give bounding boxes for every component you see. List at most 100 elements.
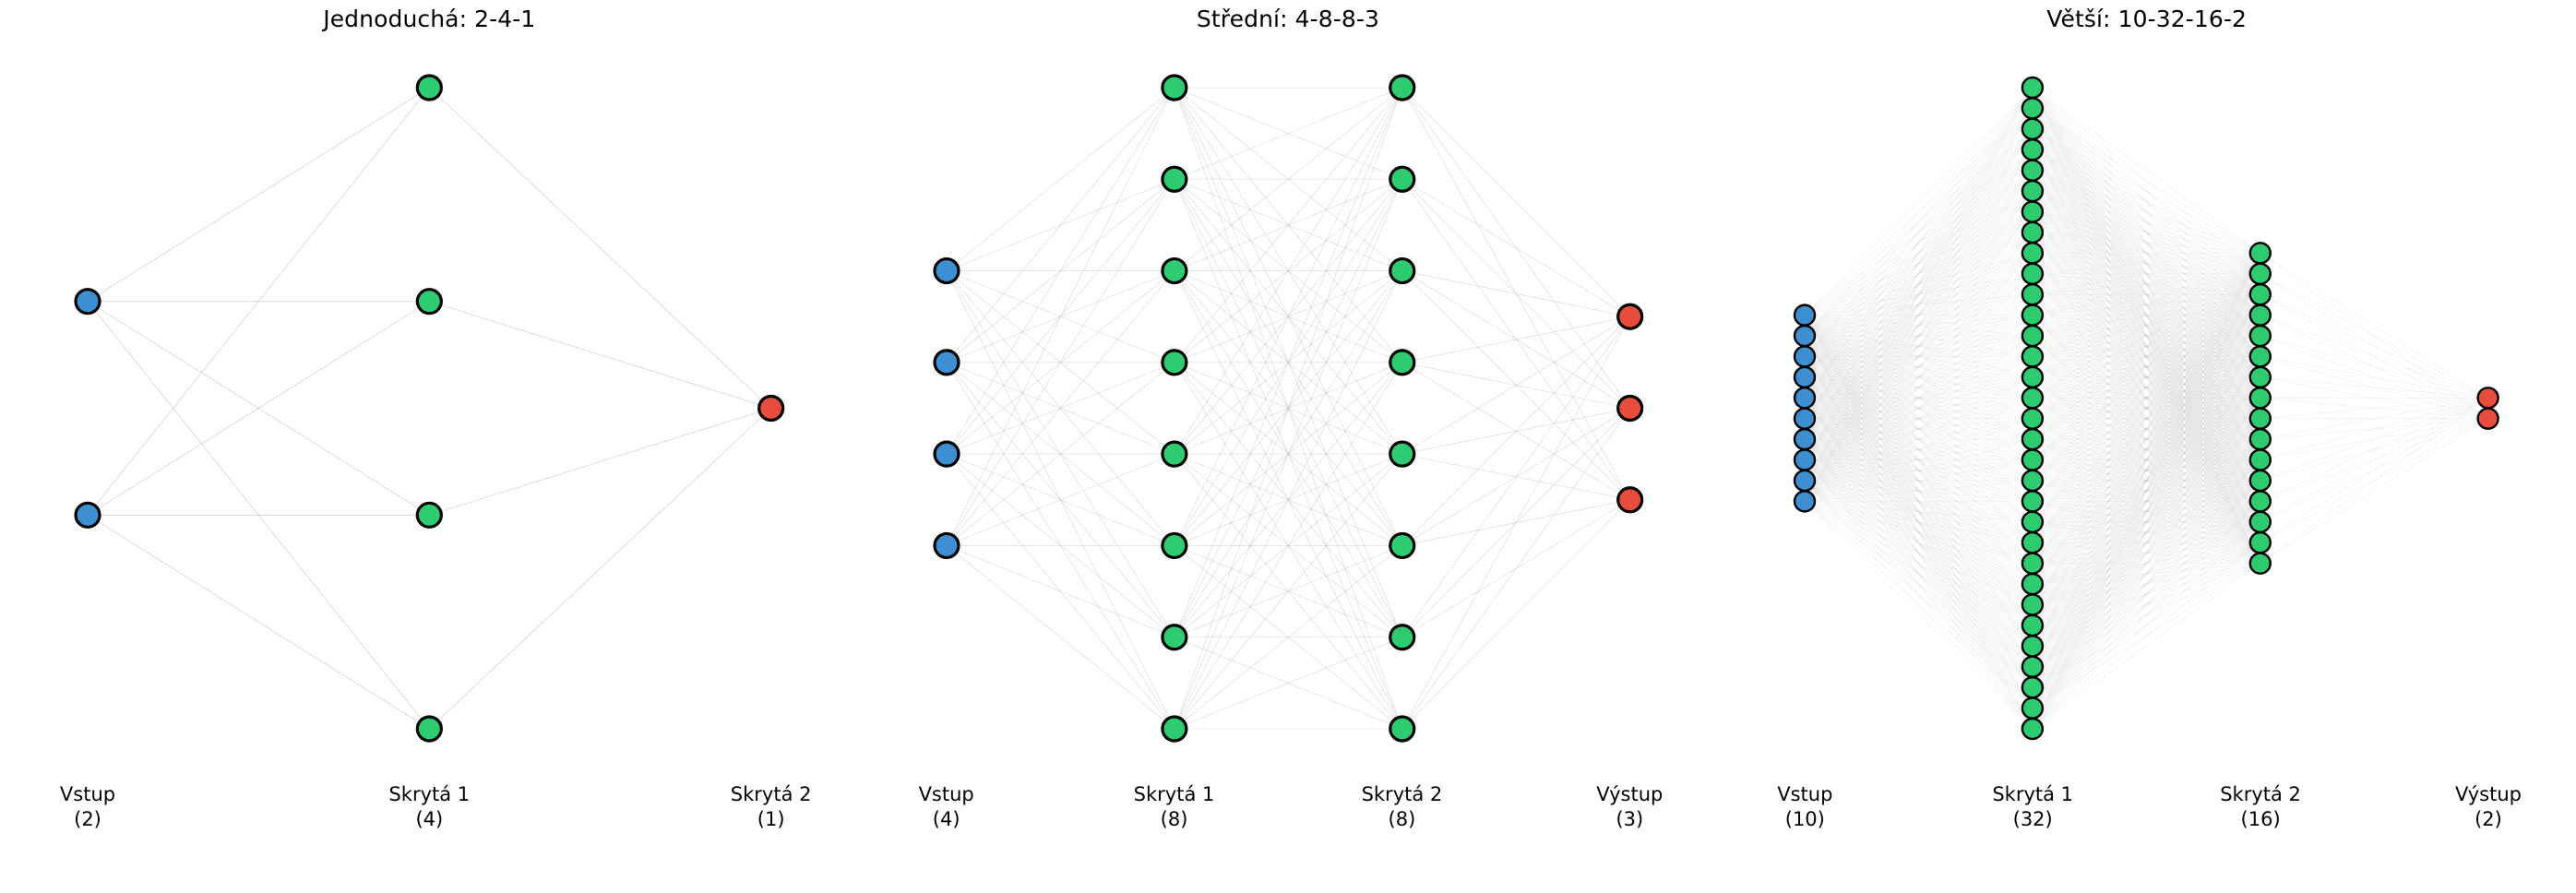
connection-line [2033,480,2261,605]
connection-line [2033,376,2261,564]
connection-line [1805,190,2033,482]
neuron-node-hidden [1388,349,1416,376]
connection-line [946,270,1175,546]
connection-line [1805,418,2033,460]
connection-line [2033,335,2261,543]
connection-line [87,301,430,516]
connection-line [1805,232,2033,399]
connection-line [1174,637,1402,730]
connection-line [1805,315,2033,399]
connection-line [2033,335,2261,564]
connection-line [1805,459,2033,605]
connection-line [2033,273,2261,502]
connection-line [1174,87,1402,271]
neuron-node-hidden [2021,572,2045,596]
connection-line [2032,190,2261,482]
connection-line [2032,273,2261,647]
connection-line [1805,293,2033,357]
connection-line [1805,501,2033,523]
connection-line [1805,211,2033,316]
connection-line [2033,273,2261,482]
connection-line [2033,293,2261,316]
connection-line [1805,128,2033,316]
connection-line [2032,315,2261,626]
connection-line [2033,438,2261,564]
connection-line [2033,211,2261,316]
connection-line [2033,418,2261,605]
connection-line [2032,87,2261,357]
connection-line [2032,170,2261,502]
layer-label-1: Vstup(4) [919,782,974,831]
connection-line [2033,335,2261,564]
connection-line [1805,128,2033,482]
connection-line [2033,438,2261,667]
connection-line [2032,128,2261,522]
layer-label-2: Skrytá 1(32) [1992,782,2073,831]
connection-line [2032,294,2261,543]
connection-line [1805,87,2033,502]
connection-line [2033,563,2261,708]
connection-line [1805,335,2033,543]
connection-line [2032,335,2261,647]
connection-line [1805,438,2033,688]
connection-line [2033,253,2261,482]
neuron-node-hidden [2248,304,2272,327]
connection-line [2033,232,2261,275]
connection-line [2033,438,2261,543]
connection-line [1805,315,2033,378]
connection-line [1174,87,1402,455]
neuron-node-output [1616,303,1643,330]
connection-line [1805,418,2033,482]
connection-line [2033,273,2261,440]
connection-line [2033,273,2261,295]
neuron-node-hidden [2248,510,2272,534]
connection-line [2033,459,2261,564]
connection-line [2032,315,2261,564]
neuron-node-hidden [2248,324,2272,348]
connection-line [1805,128,2033,337]
connection-line [1805,273,2033,378]
connection-line [2032,211,2261,482]
connection-line [2033,293,2261,502]
connection-line [2260,335,2489,419]
connection-line [1805,211,2033,460]
connection-line [2033,542,2261,667]
connection-line [946,362,1175,546]
connection-line [2033,438,2261,626]
connection-line [2033,376,2261,502]
connection-line [2033,293,2261,440]
connection-line [2033,459,2261,605]
connection-line [2033,356,2261,564]
connection-line [2033,501,2261,543]
connection-line [2032,294,2261,605]
connection-line [1805,253,2033,502]
connection-line [2033,376,2261,440]
network-nodes [74,74,785,743]
connection-line [2032,149,2261,419]
connection-line [2032,398,2261,730]
connection-line [2033,170,2261,399]
layer-name: Skrytá 1 [1133,783,1215,805]
connection-line [2033,128,2261,295]
connection-line [2032,438,2261,708]
connection-line [1174,362,1402,455]
connection-line [1401,316,1630,637]
connection-line [2032,273,2261,543]
neuron-node-hidden [1160,440,1188,468]
layer-neuron-count: (8) [1160,807,1188,830]
connection-line [2033,356,2261,460]
connection-line [2032,253,2261,564]
connection-line [2032,253,2261,502]
connection-line [2032,108,2261,357]
connection-line [2260,315,2489,419]
connection-line [1805,459,2033,730]
connection-line [1805,335,2033,399]
connection-line [2033,128,2261,275]
connection-line [1805,293,2033,337]
connection-line [2033,418,2261,482]
neuron-node-hidden [2021,531,2045,554]
connection-line [2033,459,2261,523]
neuron-node-hidden [415,501,443,529]
connection-line [946,453,1175,546]
connection-line [2033,211,2261,357]
